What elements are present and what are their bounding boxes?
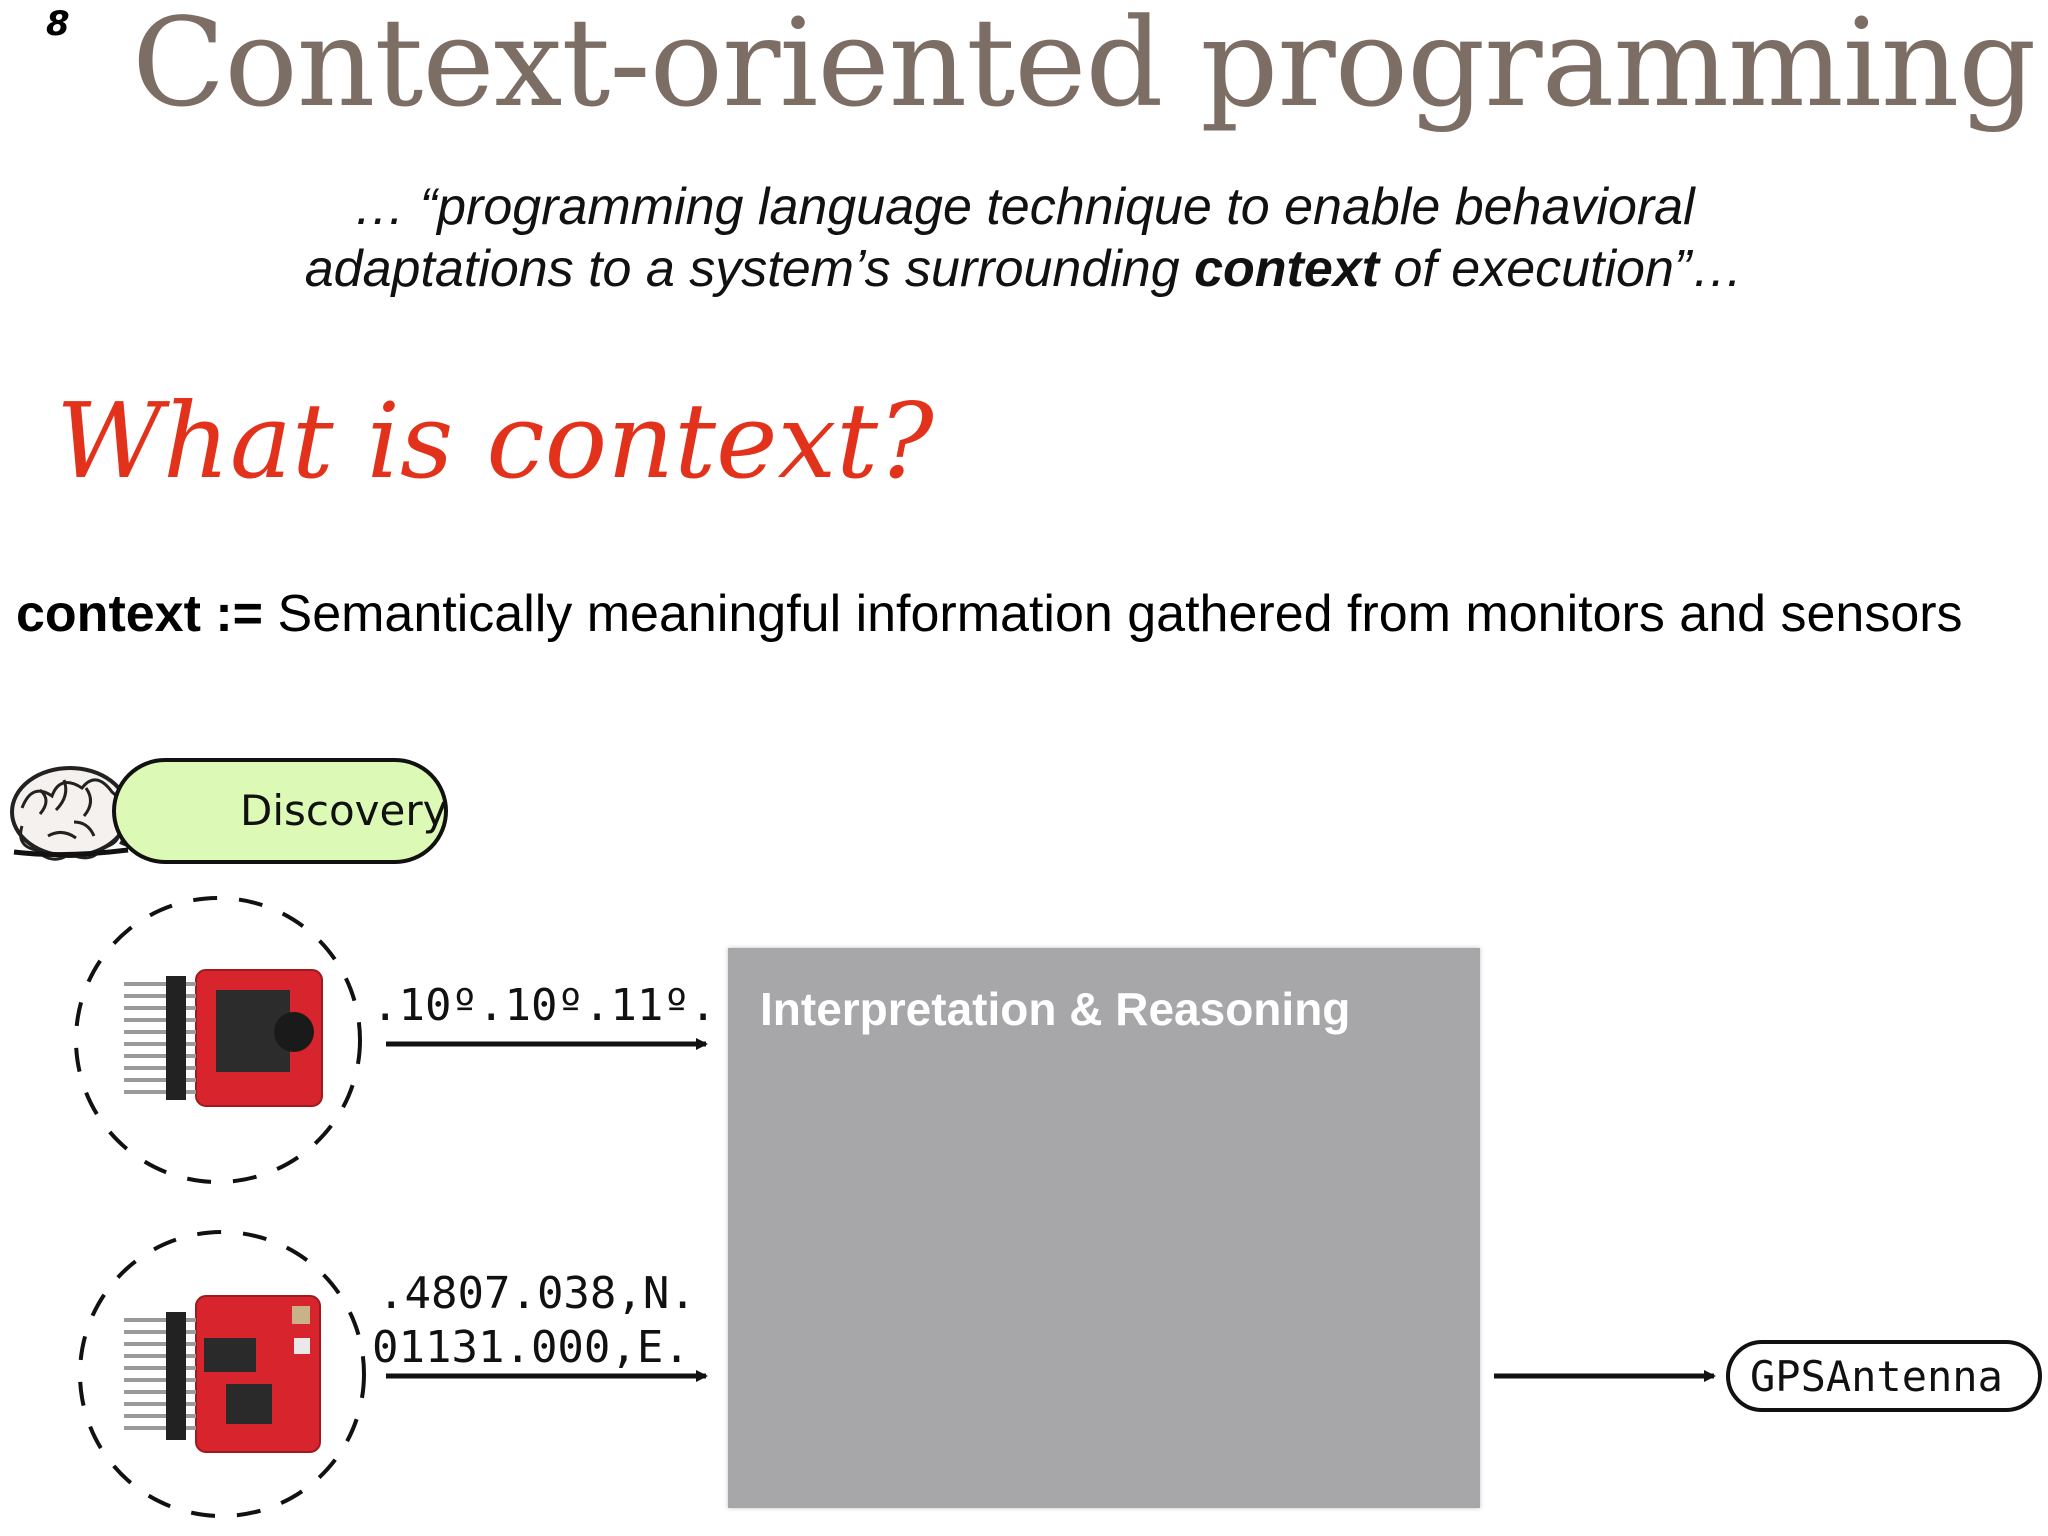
definition-term: context :=: [16, 585, 264, 643]
slide-number: 8: [46, 4, 70, 44]
quote-line-2-start: adaptations to a system’s surrounding: [304, 240, 1195, 298]
sensor-1-reading: .10º.10º.11º.: [372, 980, 717, 1031]
quote-line-2-end: of execution”…: [1379, 240, 1744, 298]
quote-line-2: adaptations to a system’s surrounding co…: [0, 238, 2048, 300]
sensor-2-reading-line-2: 01131.000,E.: [372, 1322, 690, 1373]
discovery-label: Discovery: [240, 786, 448, 835]
sensor-board-icon: [124, 1295, 321, 1453]
quote-line-1: … “programming language technique to ena…: [353, 178, 1695, 236]
reasoning-label: Interpretation & Reasoning: [760, 983, 1351, 1035]
output-pill: [1726, 1340, 2042, 1412]
definition-quote: … “programming language technique to ena…: [0, 176, 2048, 300]
question-heading: What is context?: [56, 380, 934, 502]
context-definition: context := Semantically meaningful infor…: [16, 584, 1963, 644]
discovery-pill: [112, 758, 448, 864]
definition-text: Semantically meaningful information gath…: [263, 585, 1963, 643]
brain-icon: [10, 766, 130, 861]
sensor-1-boundary: [74, 896, 362, 1184]
sensor-2-boundary: [78, 1230, 366, 1518]
reasoning-box: [728, 948, 1480, 1508]
page-title: Context-oriented programming: [132, 0, 2036, 134]
sensor-board-icon: [124, 969, 323, 1107]
sensor-2-reading-line-1: .4807.038,N.: [378, 1268, 696, 1319]
quote-emphasis: context: [1194, 240, 1380, 298]
output-label: GPSAntenna: [1750, 1352, 2003, 1401]
